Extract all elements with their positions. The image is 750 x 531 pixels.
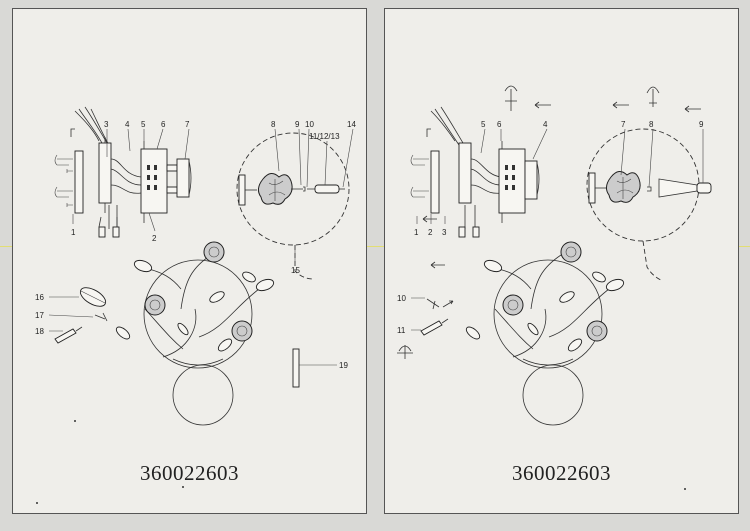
left-sheet: 3 4 5 6 7 1 2 8 9 10 11/12/13 14 15 16 1… [12,8,367,514]
label-3: 3 [442,228,447,237]
label-2: 2 [152,234,157,243]
label-9: 9 [295,120,300,129]
left-product-code: 360022603 [140,461,239,485]
label-7: 7 [185,120,190,129]
label-7: 7 [621,120,626,129]
label-3: 3 [104,120,109,129]
label-10: 10 [305,120,314,129]
label-11: 11 [397,326,406,335]
label-5: 5 [141,120,146,129]
label-19: 19 [339,361,348,370]
right-assembly-diagram: 5 6 4 7 8 9 1 2 3 10 11 [397,85,712,490]
label-11-12-13: 11/12/13 [309,132,340,141]
label-18: 18 [35,327,44,336]
label-5: 5 [481,120,486,129]
label-1: 1 [414,228,419,237]
label-17: 17 [35,311,44,320]
label-8: 8 [271,120,276,129]
label-4: 4 [125,120,130,129]
label-15: 15 [291,266,300,275]
label-10: 10 [397,294,406,303]
label-16: 16 [35,293,44,302]
label-9: 9 [699,120,704,129]
label-2: 2 [428,228,433,237]
label-1: 1 [71,228,76,237]
scan-line [0,246,750,247]
label-6: 6 [497,120,502,129]
label-14: 14 [347,120,356,129]
label-4: 4 [543,120,548,129]
right-sheet: 5 6 4 7 8 9 1 2 3 10 11 360022603 [384,8,739,514]
right-product-code: 360022603 [512,461,611,485]
label-8: 8 [649,120,654,129]
left-assembly-diagram: 3 4 5 6 7 1 2 8 9 10 11/12/13 14 15 16 1… [35,106,356,504]
label-6: 6 [161,120,166,129]
